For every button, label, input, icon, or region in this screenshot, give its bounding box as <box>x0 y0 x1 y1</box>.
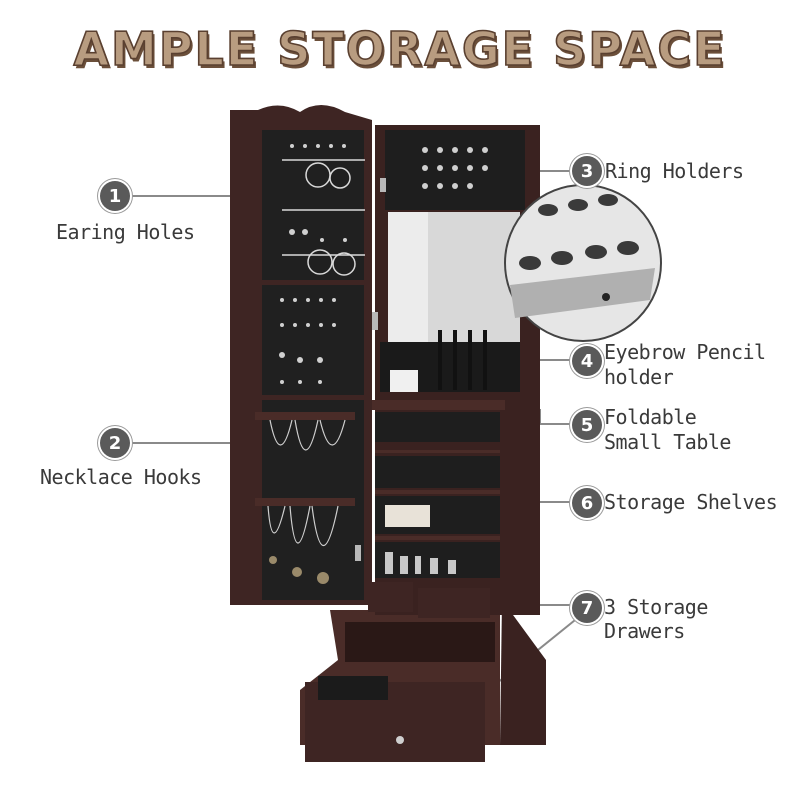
callout-badge-5: 5 <box>572 410 602 440</box>
armoire-door <box>230 105 386 605</box>
callout-label-eyebrow-pencil-line1: Eyebrow Pencil <box>604 340 766 364</box>
callout-badge-4: 4 <box>572 346 602 376</box>
page-title: AMPLE STORAGE SPACE <box>73 21 727 77</box>
armoire-body <box>345 125 540 618</box>
callout-label-storage-drawers: 3 Storage Drawers <box>604 595 708 643</box>
callout-badge-6: 6 <box>572 488 602 518</box>
callout-label-earing-holes: Earing Holes <box>56 220 195 244</box>
storage-drawer <box>368 582 413 612</box>
callout-label-eyebrow-pencil-line2: holder <box>604 365 674 389</box>
callout-badge-3: 3 <box>572 156 602 186</box>
storage-drawer <box>418 588 490 618</box>
callout-label-ring-holders: Ring Holders <box>605 159 744 183</box>
callout-label-foldable-line2: Small Table <box>604 430 731 454</box>
callout-badge-2: 2 <box>100 428 130 458</box>
earring-panel <box>262 130 364 280</box>
armoire-stand <box>300 600 546 762</box>
callout-label-necklace-hooks: Necklace Hooks <box>40 465 202 489</box>
foldable-table <box>345 400 505 410</box>
drawer-knob <box>396 736 404 744</box>
callout-label-foldable-line1: Foldable <box>604 405 697 429</box>
ring-holder-zoom <box>504 184 662 342</box>
callout-badge-1: 1 <box>100 181 130 211</box>
callout-badge-7: 7 <box>572 593 602 623</box>
callout-label-storage-shelves: Storage Shelves <box>604 490 778 514</box>
